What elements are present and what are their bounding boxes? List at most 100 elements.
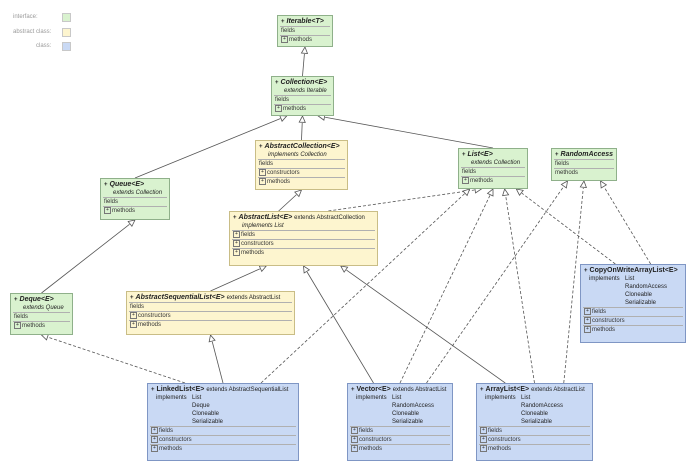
random-access-interface-node[interactable]: +RandomAccess fields methods [551, 148, 617, 181]
expand-icon[interactable]: + [233, 249, 240, 257]
methods-section[interactable]: +methods [258, 177, 345, 186]
constructors-section[interactable]: +constructors [583, 316, 683, 325]
extends-label: extends AbstractList [392, 387, 447, 393]
implemented-interface: List [521, 395, 531, 401]
methods-section[interactable]: +methods [129, 320, 292, 329]
implemented-interface: RandomAccess [625, 284, 668, 290]
fields-section[interactable]: fields [103, 197, 167, 206]
edge-vector-to-abstract_list [306, 271, 374, 384]
expand-icon[interactable]: + [584, 326, 591, 334]
implemented-interface: RandomAccess [392, 403, 435, 409]
edge-array_list-to-list [505, 195, 535, 384]
node-title: CopyOnWriteArrayList<E> [589, 267, 678, 274]
expand-icon[interactable]: + [480, 436, 487, 444]
edge-linked_list-to-deque [48, 336, 186, 384]
abstract-collection-node[interactable]: +AbstractCollection<E> implements Collec… [255, 140, 348, 190]
fields-section[interactable]: +fields [232, 230, 375, 239]
methods-section[interactable]: +methods [13, 321, 70, 330]
expand-icon[interactable]: + [233, 231, 240, 238]
fields-section[interactable]: fields [129, 302, 292, 311]
expand-icon[interactable]: + [151, 427, 158, 434]
node-title: Deque<E> [19, 296, 54, 303]
expand-icon[interactable]: + [130, 312, 137, 319]
deque-interface-node[interactable]: +Deque<E> extends Queue fields +methods [10, 293, 73, 335]
abstract-list-node[interactable]: +AbstractList<E> extends AbstractCollect… [229, 211, 378, 266]
fields-section[interactable]: fields [280, 26, 330, 35]
expand-icon[interactable]: + [480, 445, 487, 453]
expand-icon[interactable]: + [130, 321, 137, 329]
expand-icon[interactable]: + [14, 322, 21, 329]
fields-section[interactable]: fields [13, 312, 70, 321]
constructors-section[interactable]: +constructors [350, 435, 450, 444]
extends-label: extends AbstractCollection [294, 215, 365, 221]
implemented-interface: Cloneable [392, 411, 420, 417]
linked-list-class-node[interactable]: +LinkedList<E> extends AbstractSequentia… [147, 383, 299, 461]
expand-icon[interactable]: + [462, 177, 469, 184]
public-marker-icon: + [233, 215, 237, 221]
fields-section[interactable]: fields [258, 159, 345, 168]
public-marker-icon: + [14, 297, 18, 303]
extends-label: extends AbstractSequentialList [206, 387, 289, 393]
fields-section[interactable]: +fields [350, 426, 450, 435]
fields-section[interactable]: fields [554, 159, 614, 168]
fields-section[interactable]: +fields [479, 426, 590, 435]
expand-icon[interactable]: + [259, 169, 266, 176]
fields-section[interactable]: fields [461, 167, 525, 176]
iterable-interface-node[interactable]: +Iterable<T> fields +methods [277, 15, 333, 47]
implemented-interface: Serializable [392, 419, 424, 425]
list-interface-node[interactable]: +List<E> extends Collection fields +meth… [458, 148, 528, 189]
vector-class-node[interactable]: +Vector<E> extends AbstractList implemen… [347, 383, 453, 461]
methods-section[interactable]: +methods [274, 104, 331, 113]
copy-on-write-array-list-node[interactable]: +CopyOnWriteArrayList<E> implements List… [580, 264, 686, 343]
expand-icon[interactable]: + [584, 308, 591, 315]
node-title: AbstractSequentialList<E> [135, 294, 225, 301]
expand-icon[interactable]: + [351, 445, 358, 453]
extends-label: extends Queue [23, 305, 64, 311]
constructors-section[interactable]: +constructors [479, 435, 590, 444]
methods-section[interactable]: methods [554, 168, 614, 177]
node-title: Collection<E> [280, 79, 328, 86]
methods-section[interactable]: +methods [232, 248, 375, 257]
arrowhead-icon [303, 265, 311, 274]
methods-section[interactable]: +methods [150, 444, 296, 453]
implements-label: implements [156, 395, 187, 401]
expand-icon[interactable]: + [480, 427, 487, 434]
expand-icon[interactable]: + [233, 240, 240, 248]
public-marker-icon: + [275, 80, 279, 86]
expand-icon[interactable]: + [151, 436, 158, 444]
expand-icon[interactable]: + [259, 178, 266, 186]
constructors-section[interactable]: +constructors [129, 311, 292, 320]
methods-section[interactable]: +methods [461, 176, 525, 185]
fields-section[interactable]: fields [274, 95, 331, 104]
arrowhead-icon [300, 46, 309, 54]
edge-queue-to-collection [134, 118, 281, 179]
methods-section[interactable]: +methods [350, 444, 450, 453]
arrowhead-icon [208, 334, 216, 343]
methods-section[interactable]: +methods [583, 325, 683, 334]
expand-icon[interactable]: + [281, 36, 288, 43]
constructors-section[interactable]: +constructors [232, 239, 375, 248]
implemented-interface: List [192, 395, 202, 401]
implemented-interface: Serializable [625, 300, 657, 306]
array-list-class-node[interactable]: +ArrayList<E> extends AbstractList imple… [476, 383, 593, 461]
implemented-interface: List [625, 276, 635, 282]
expand-icon[interactable]: + [104, 207, 111, 214]
methods-section[interactable]: +methods [103, 206, 167, 215]
methods-section[interactable]: +methods [479, 444, 590, 453]
arrowhead-icon [298, 115, 306, 123]
expand-icon[interactable]: + [351, 427, 358, 434]
expand-icon[interactable]: + [584, 317, 591, 325]
methods-section[interactable]: +methods [280, 35, 330, 44]
constructors-section[interactable]: +constructors [258, 168, 345, 177]
constructors-section[interactable]: +constructors [150, 435, 296, 444]
queue-interface-node[interactable]: +Queue<E> extends Collection fields +met… [100, 178, 170, 220]
abstract-sequential-list-node[interactable]: +AbstractSequentialList<E> extends Abstr… [126, 291, 295, 335]
expand-icon[interactable]: + [351, 436, 358, 444]
arrowhead-icon [502, 188, 510, 197]
expand-icon[interactable]: + [275, 105, 282, 112]
expand-icon[interactable]: + [151, 445, 158, 453]
arrowhead-icon [600, 180, 608, 189]
fields-section[interactable]: +fields [150, 426, 296, 435]
collection-interface-node[interactable]: +Collection<E> extends Iterable fields +… [271, 76, 334, 116]
fields-section[interactable]: +fields [583, 307, 683, 316]
